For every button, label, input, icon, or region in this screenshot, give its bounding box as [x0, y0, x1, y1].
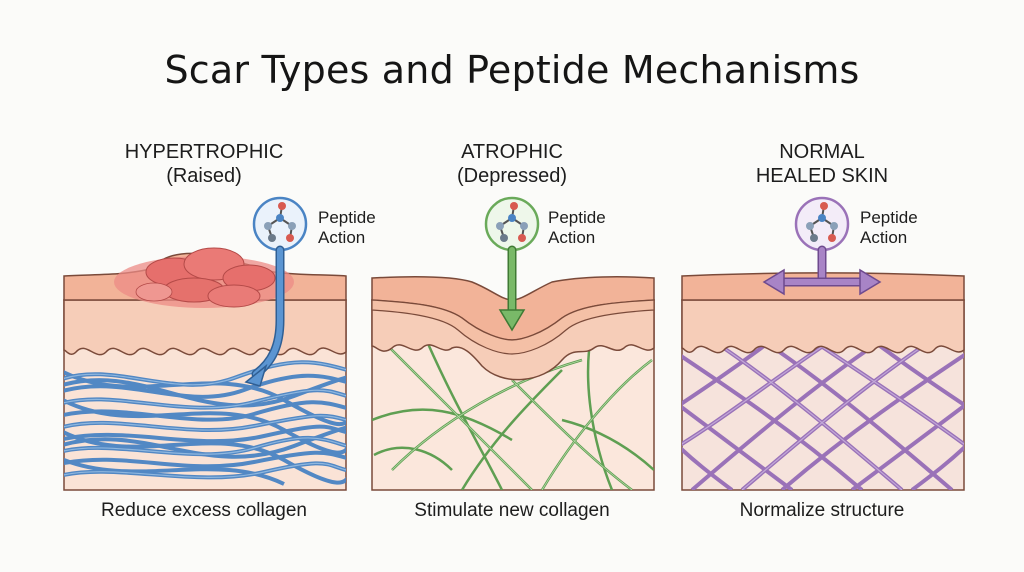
panel-title-line2: (Depressed) [456, 165, 568, 187]
panel-normal: NORMAL HEALED SKIN [672, 0, 972, 572]
action-line1: Peptide [548, 208, 606, 227]
peptide-action-label: Peptide Action [548, 208, 606, 248]
page-title: Scar Types and Peptide Mechanisms [164, 48, 860, 92]
panel-hypertrophic: HYPERTROPHIC (Raised) [54, 0, 376, 572]
panel-title-line1: ATROPHIC [461, 141, 563, 163]
action-line2: Action [548, 228, 596, 247]
arrow-down-icon [244, 245, 285, 387]
molecule-icon [794, 196, 850, 252]
action-line2: Action [318, 228, 366, 247]
arrow-left-right-icon [762, 245, 882, 296]
action-line1: Peptide [318, 208, 376, 227]
dermis-layer [681, 299, 965, 354]
molecule-icon [484, 196, 540, 252]
molecule-icon [252, 196, 308, 252]
dermis-layer [63, 299, 347, 356]
panel-title: NORMAL HEALED SKIN [672, 140, 972, 188]
panel-atrophic: ATROPHIC (Depressed) [362, 0, 662, 572]
panel-caption: Normalize structure [739, 500, 905, 521]
panel-caption: Reduce excess collagen [101, 500, 307, 521]
arrow-down-icon [498, 245, 526, 332]
panel-title-line2: HEALED SKIN [755, 165, 889, 187]
action-line2: Action [860, 228, 908, 247]
peptide-action-label: Peptide Action [860, 208, 918, 248]
panel-title: ATROPHIC (Depressed) [362, 140, 662, 188]
action-line1: Peptide [860, 208, 918, 227]
panel-title: HYPERTROPHIC (Raised) [54, 140, 354, 188]
raised-scar [114, 247, 294, 308]
panel-title-line1: NORMAL [779, 141, 865, 163]
skin-cross-section-normal [681, 196, 965, 491]
peptide-action-label: Peptide Action [318, 208, 376, 248]
skin-cross-section-atrophic [371, 196, 655, 491]
panel-caption: Stimulate new collagen [414, 500, 610, 521]
panel-title-line1: HYPERTROPHIC [124, 141, 284, 163]
skin-cross-section-hypertrophic [63, 196, 347, 491]
panel-title-line2: (Raised) [166, 165, 242, 187]
epidermis-layer [681, 272, 965, 301]
